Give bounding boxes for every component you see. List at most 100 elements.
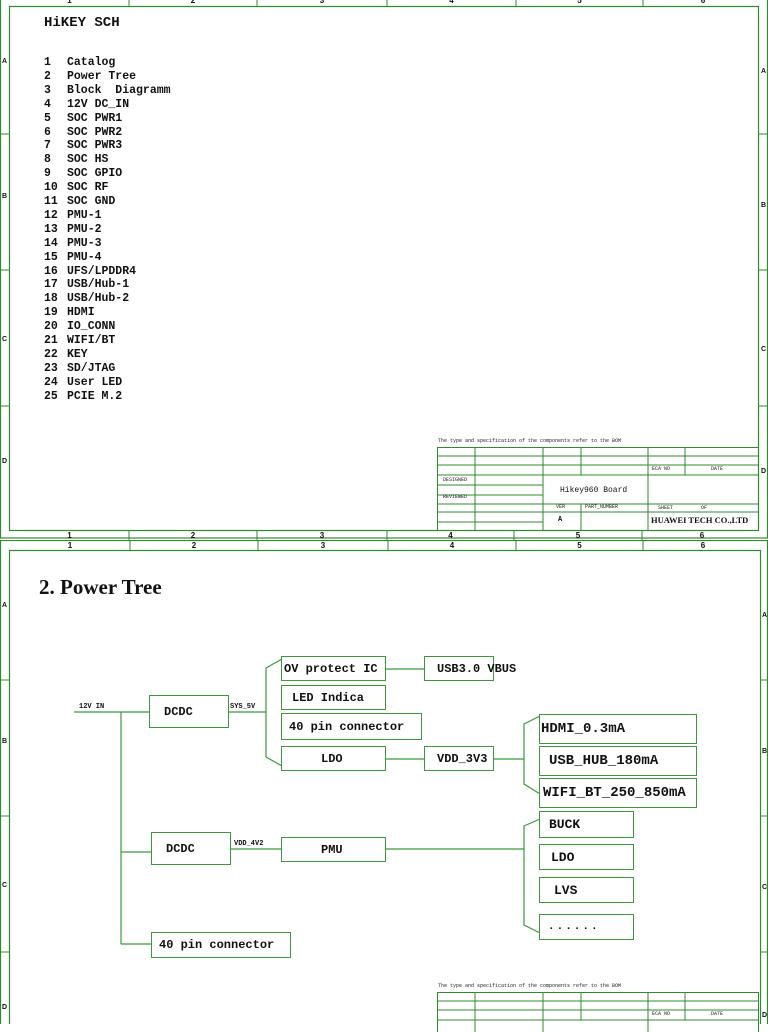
catalog-item-number: 6 <box>44 126 67 140</box>
block-pmu[interactable]: PMU <box>281 837 386 862</box>
catalog-item-label: SD/JTAG <box>67 362 115 375</box>
catalog-item-number: 5 <box>44 112 67 126</box>
catalog-item-number: 4 <box>44 98 67 112</box>
block-lvs[interactable]: LVS <box>539 877 634 903</box>
zone-row-a: A <box>761 68 766 75</box>
zone-col-4: 4 <box>387 0 516 5</box>
zone-row-c: C <box>2 336 7 343</box>
zone-col-3: 3 <box>257 0 387 5</box>
catalog-item-number: 22 <box>44 348 67 362</box>
catalog-item-number: 23 <box>44 362 67 376</box>
catalog-item-number: 3 <box>44 84 67 98</box>
zone-col-5: 5 <box>516 0 643 5</box>
block-40-pin-connector-12v[interactable]: 40 pin connector <box>151 932 291 958</box>
block-usb-hub-load[interactable]: USB_HUB_180mA <box>539 746 697 776</box>
block-led-indica[interactable]: LED Indica <box>281 685 386 710</box>
ver-value: A <box>558 516 562 524</box>
net-label-sys-5v: SYS_5V <box>230 703 255 711</box>
company-name: HUAWEI TECH CO.,LTD <box>651 515 748 525</box>
block-buck[interactable]: BUCK <box>539 811 634 838</box>
zone-row-a: A <box>2 58 7 65</box>
catalog-item-label: SOC PWR1 <box>67 112 122 125</box>
zone-row-c: C <box>761 346 766 353</box>
catalog-item-number: 1 <box>44 56 67 70</box>
catalog-item-number: 24 <box>44 376 67 390</box>
catalog-item-label: SOC PWR3 <box>67 139 122 152</box>
block-ov-protect-ic[interactable]: OV protect IC <box>281 656 386 681</box>
block-ldo[interactable]: LDO <box>281 746 386 771</box>
catalog-item-number: 11 <box>44 195 67 209</box>
catalog-item-label: WIFI/BT <box>67 334 115 347</box>
ver-label: VER <box>556 504 565 510</box>
catalog-item-label: User LED <box>67 376 122 389</box>
catalog-item-label: Power Tree <box>67 70 136 83</box>
schematic-sheet-power-tree: 1 2 3 4 5 6 A B C D A B C D 2. Power Tre… <box>0 540 768 1024</box>
block-vdd-3v3[interactable]: VDD_3V3 <box>424 746 494 771</box>
catalog-item-number: 7 <box>44 139 67 153</box>
catalog-item-label: SOC GPIO <box>67 167 122 180</box>
zone-row-b: B <box>761 202 766 209</box>
bom-note: The type and specification of the compon… <box>438 983 621 989</box>
date-label: DATE <box>711 466 723 472</box>
block-40-pin-connector[interactable]: 40 pin connector <box>281 713 422 740</box>
catalog-item-label: Block Diagramm <box>67 84 171 97</box>
catalog-item-number: 25 <box>44 390 67 404</box>
block-wifi-bt-load[interactable]: WIFI_BT_250_850mA <box>539 778 697 808</box>
catalog-item-number: 12 <box>44 209 67 223</box>
block-ldo-pmu[interactable]: LDO <box>539 844 634 870</box>
catalog-item-label: Catalog <box>67 56 115 69</box>
block-dcdc-4v2[interactable]: DCDC <box>151 832 231 865</box>
catalog-item-label: KEY <box>67 348 88 361</box>
block-hdmi-load[interactable]: HDMI_0.3mA <box>539 714 697 744</box>
zone-col-2: 2 <box>129 0 257 5</box>
schematic-sheet-catalog: 1 2 3 4 5 6 1 2 3 4 5 6 A B C D A B C D … <box>0 0 768 540</box>
block-usb3-vbus[interactable]: USB3.0 VBUS <box>424 656 494 681</box>
zone-col-1: 1 <box>10 531 129 540</box>
block-more-regulators[interactable]: ...... <box>539 914 634 940</box>
catalog-item-number: 21 <box>44 334 67 348</box>
zone-row-d: D <box>2 458 7 465</box>
catalog-item-number: 18 <box>44 292 67 306</box>
catalog-item-label: USB/Hub-2 <box>67 292 129 305</box>
catalog-item-label: PMU-4 <box>67 251 102 264</box>
catalog-item-label: SOC RF <box>67 181 108 194</box>
catalog-item-number: 2 <box>44 70 67 84</box>
part-number-label: PART_NUMBER <box>585 504 618 510</box>
catalog-item-number: 19 <box>44 306 67 320</box>
catalog-item-number: 8 <box>44 153 67 167</box>
catalog-item-number: 10 <box>44 181 67 195</box>
catalog-item-number: 13 <box>44 223 67 237</box>
block-dcdc-5v[interactable]: DCDC <box>149 695 229 728</box>
zone-col-5: 5 <box>514 531 642 540</box>
net-label-vdd-4v2: VDD_4V2 <box>234 840 263 848</box>
zone-col-6: 6 <box>642 531 762 540</box>
net-label-12v-in: 12V IN <box>79 703 104 711</box>
catalog-item-label: IO_CONN <box>67 320 115 333</box>
catalog-item-label: PMU-3 <box>67 237 102 250</box>
